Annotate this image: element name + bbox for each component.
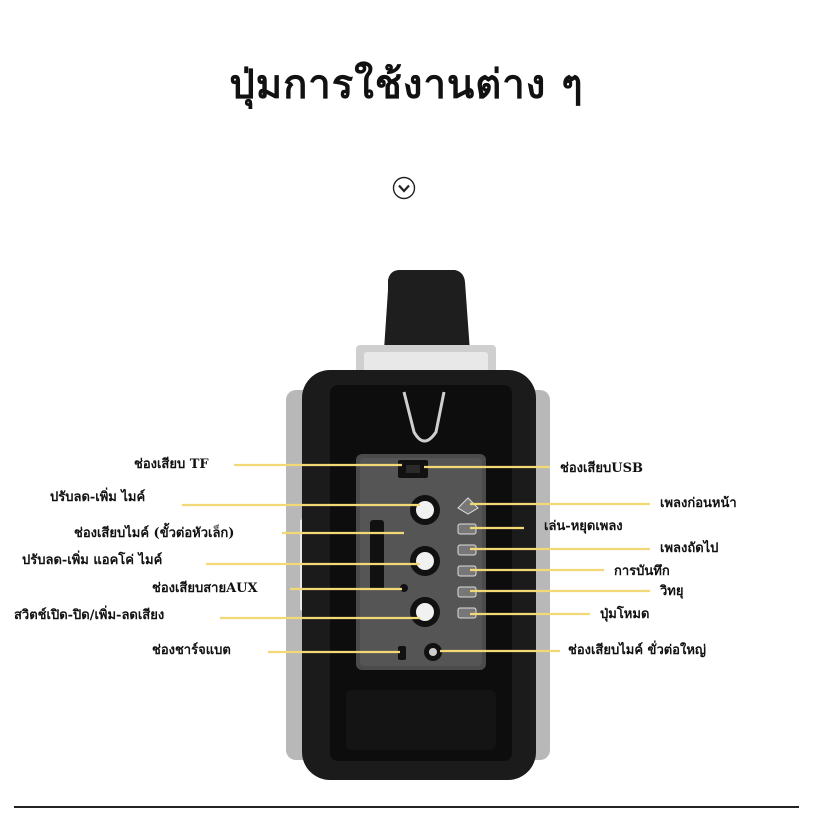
page-title: ปุ่มการใช้งานต่าง ๆ	[229, 61, 584, 108]
label-radio: วิทยุ	[660, 584, 684, 599]
bottom-divider	[14, 806, 799, 808]
label-charge-port: ช่องชาร์จแบต	[152, 643, 231, 658]
label-previous-track: เพลงก่อนหน้า	[660, 496, 737, 511]
chevron-down-circle-icon[interactable]	[392, 176, 416, 200]
label-usb-slot: ช่องเสียบUSB	[560, 461, 643, 476]
label-play-pause: เล่น-หยุดเพลง	[544, 519, 623, 534]
label-mic-echo: ปรับลด-เพิ่ม แอคโค่ ไมค์	[22, 553, 163, 568]
label-large-mic-jack: ช่องเสียบไมค์ ขั่วต่อใหญ่	[568, 643, 706, 658]
label-record: การบันทึก	[614, 564, 670, 579]
label-mode-button: ปุ่มโหมด	[600, 607, 650, 622]
label-mic-volume: ปรับลด-เพิ่ม ไมค์	[50, 490, 146, 505]
label-small-mic-jack: ช่องเสียบไมค์ (ขั้วต่อหัวเล็ก)	[74, 526, 235, 541]
label-tf-slot: ช่องเสียบ TF	[134, 457, 209, 472]
label-power-volume: สวิตช์เปิด-ปิด/เพิ่ม-ลดเสียง	[14, 608, 165, 623]
label-next-track: เพลงถัดไป	[660, 541, 719, 556]
label-aux-jack: ช่องเสียบสายAUX	[152, 581, 258, 596]
